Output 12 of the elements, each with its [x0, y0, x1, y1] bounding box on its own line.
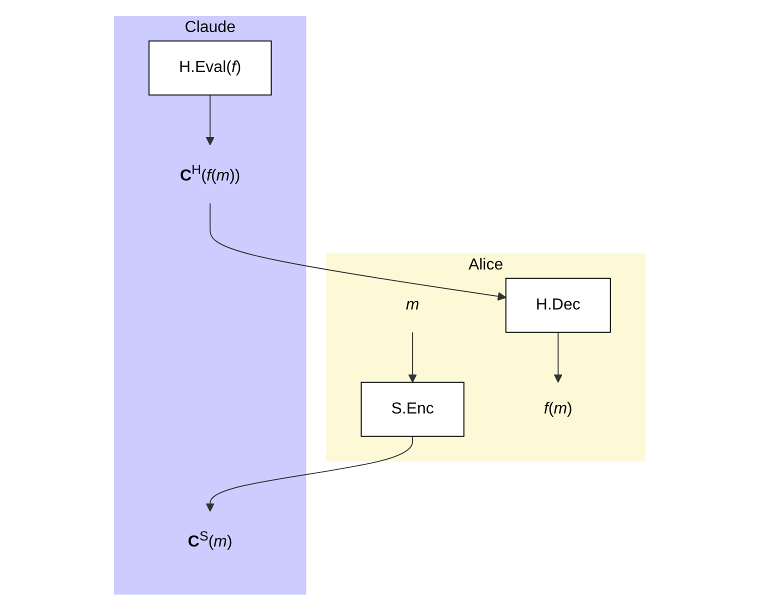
node-text: C$^{S}$(m) [188, 528, 232, 551]
node-box: H.Dec [505, 278, 611, 333]
node-box: H.Eval(f) [148, 40, 272, 96]
node-box: S.Enc [360, 382, 464, 437]
arrow [206, 436, 413, 512]
arrow [408, 332, 417, 383]
node-text: m [406, 296, 420, 314]
arrow [554, 332, 562, 383]
arrow [206, 94, 214, 146]
arrow [209, 203, 506, 301]
node-text: C$^{H}$(f(m)) [180, 162, 240, 184]
node-text: f(m) [544, 400, 572, 418]
